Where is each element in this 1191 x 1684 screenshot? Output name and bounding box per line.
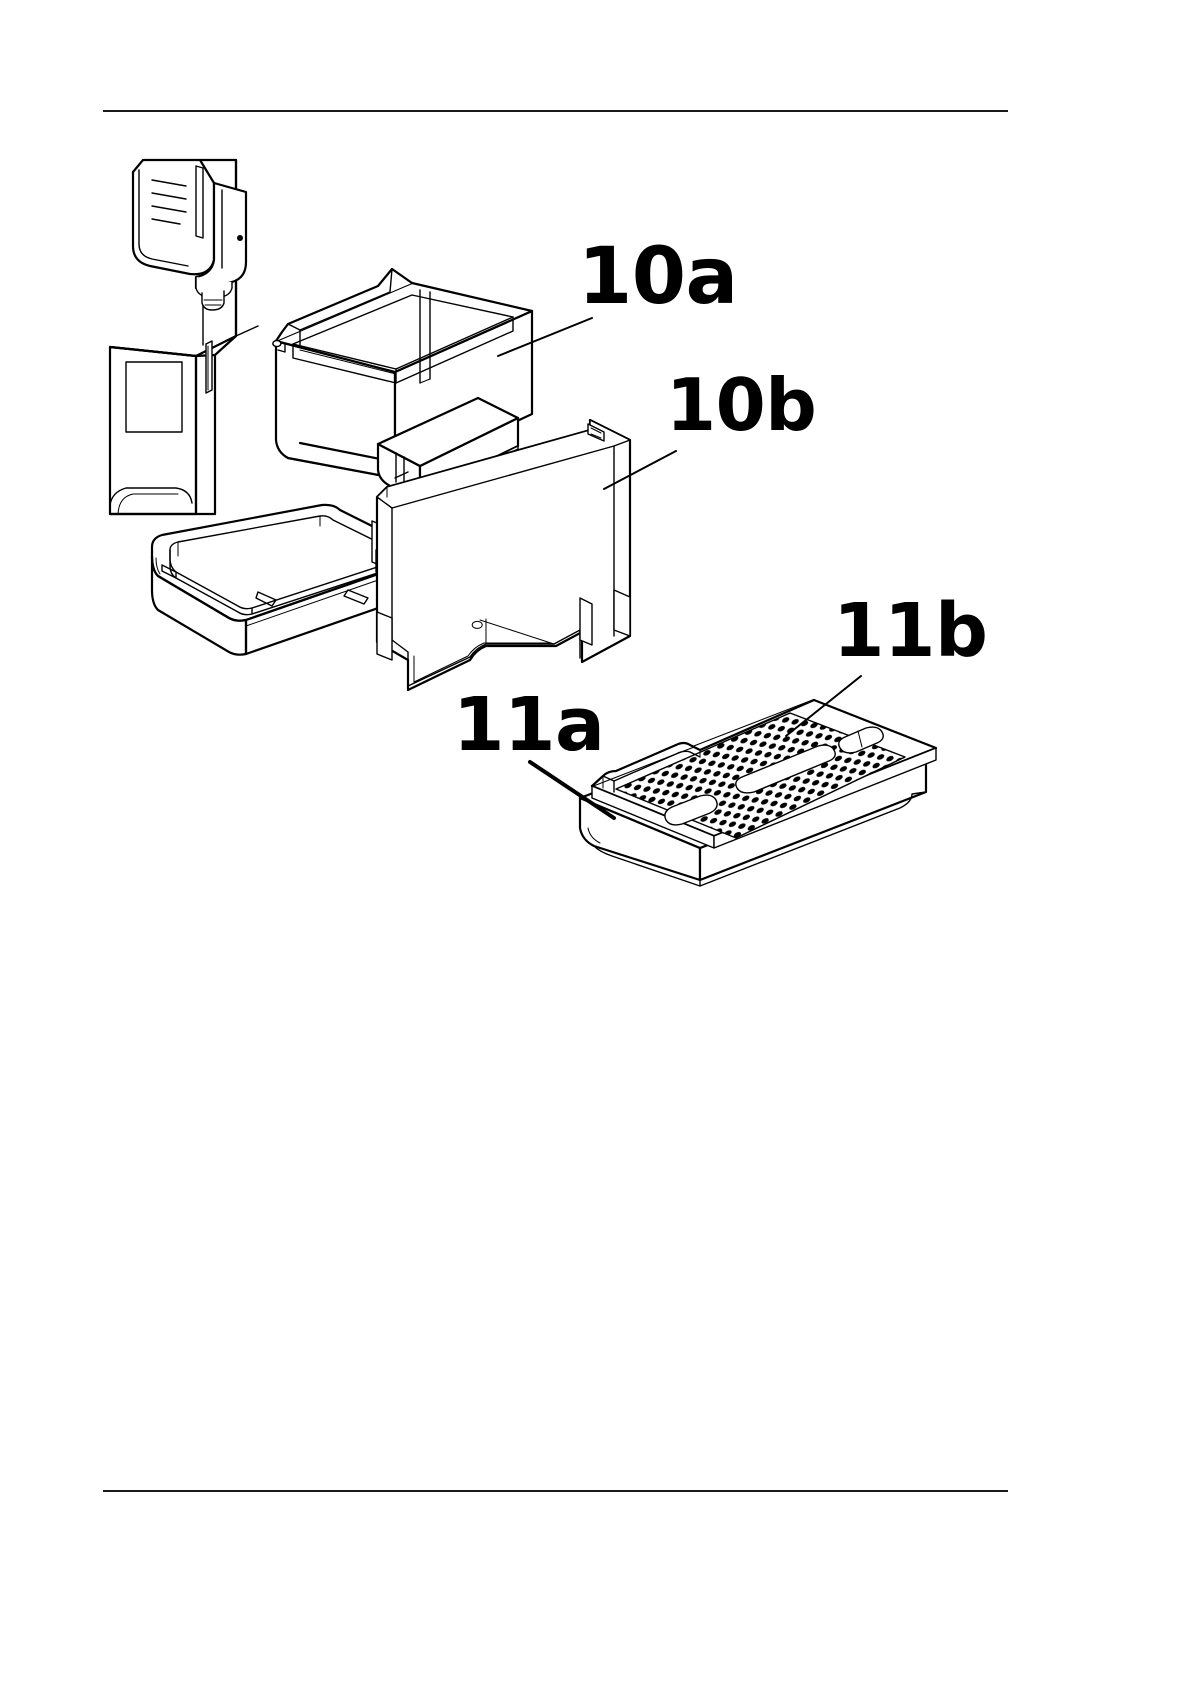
leader-11b	[785, 675, 862, 737]
part-11b-drip-tray-grate	[590, 698, 938, 849]
leader-10a	[497, 317, 593, 357]
footer-rule	[103, 1490, 1008, 1492]
callout-label-11b: 11b	[833, 588, 988, 674]
callout-label-10a: 10a	[578, 232, 738, 322]
machine-body-group	[108, 158, 259, 516]
header-rule	[103, 110, 1008, 112]
callout-label-11a: 11a	[453, 682, 605, 768]
leader-11a	[528, 760, 616, 820]
part-10b-cover-panel	[375, 418, 632, 692]
leader-10b	[603, 450, 677, 490]
callout-label-10b: 10b	[666, 363, 817, 447]
part-10a-coffee-grounds-container	[272, 267, 534, 498]
callout-leaders	[497, 317, 862, 820]
